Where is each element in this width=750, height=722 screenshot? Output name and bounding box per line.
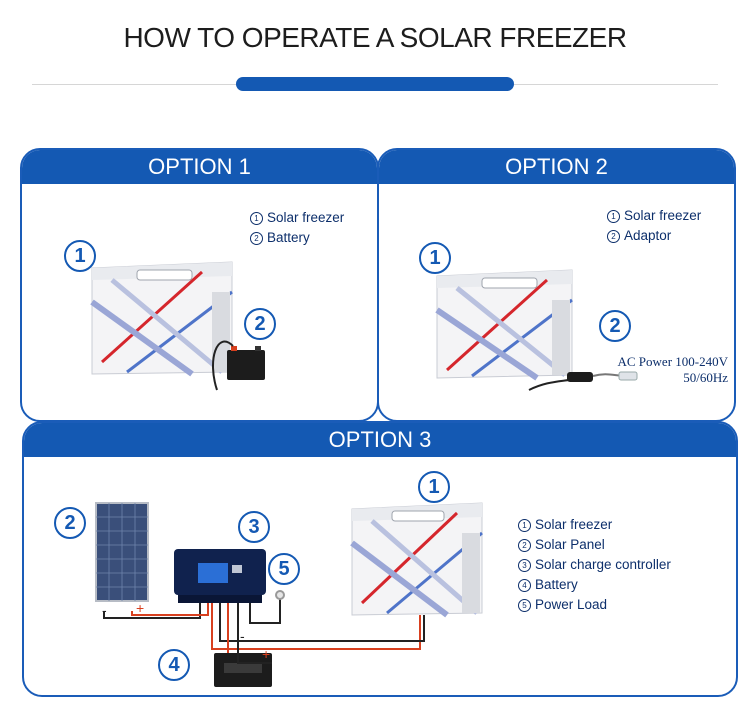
wire-minus-freezer: - bbox=[240, 628, 245, 644]
option3-marker-3: 3 bbox=[238, 511, 270, 543]
option3-marker-4: 4 bbox=[158, 649, 190, 681]
controller-image bbox=[174, 549, 266, 603]
page-title: HOW TO OPERATE A SOLAR FREEZER bbox=[0, 22, 750, 54]
freezer-image bbox=[92, 262, 232, 374]
option2-marker-1: 1 bbox=[419, 242, 451, 274]
option3-marker-2: 2 bbox=[54, 507, 86, 539]
ac-power-line-2: 50/60Hz bbox=[618, 370, 729, 386]
option3-marker-5: 5 bbox=[268, 553, 300, 585]
title-accent-bar bbox=[236, 77, 514, 91]
option1-illustration bbox=[22, 150, 377, 420]
option2-marker-2: 2 bbox=[599, 310, 631, 342]
solar-panel-image bbox=[96, 503, 148, 601]
freezer-image bbox=[352, 503, 482, 615]
option1-marker-2: 2 bbox=[244, 308, 276, 340]
option1-marker-1: 1 bbox=[64, 240, 96, 272]
wire-minus-panel: - bbox=[102, 602, 107, 618]
ac-power-line-1: AC Power 100-240V bbox=[618, 354, 729, 370]
wire-plus-panel: + bbox=[136, 600, 144, 616]
ac-power-label: AC Power 100-240V 50/60Hz bbox=[618, 354, 729, 386]
option3-marker-1: 1 bbox=[418, 471, 450, 503]
option3-illustration: + - + - bbox=[24, 423, 736, 695]
freezer-image bbox=[437, 270, 572, 378]
wire-plus-battery: + bbox=[262, 646, 270, 662]
